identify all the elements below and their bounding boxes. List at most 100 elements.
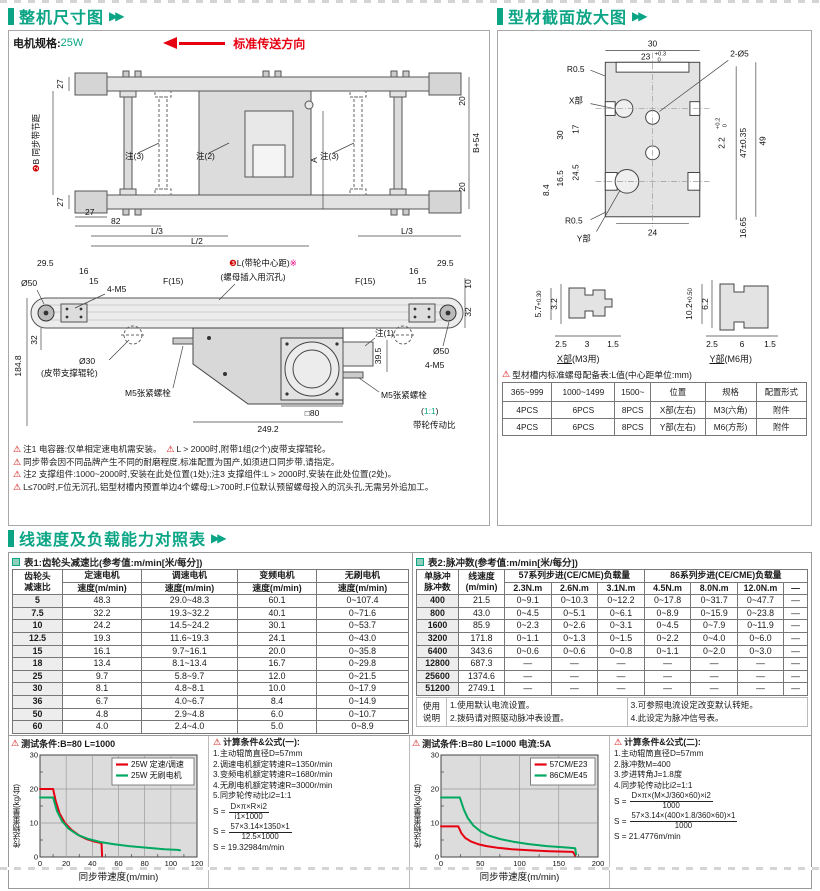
dim-label: 2-Ø5	[730, 48, 749, 58]
warning-icon	[213, 737, 221, 747]
dim-label: B+54	[471, 133, 481, 153]
dim-label: 30	[648, 39, 658, 49]
table-cell: 0~53.7	[316, 619, 409, 634]
pulley-center-distance-label: ❸L(带轮中心距)※	[229, 258, 297, 268]
table-cell: 0~29.8	[316, 657, 409, 671]
table-cell: —	[737, 669, 784, 684]
column-subheader: 速度(m/min)	[237, 581, 317, 596]
dim-label: 10	[463, 279, 473, 289]
column-header: 1000~1499	[551, 382, 616, 402]
table-cell: 5.0	[237, 720, 317, 734]
table-cell: —	[550, 682, 599, 697]
formula-result: S = 19.32984m/min	[213, 842, 285, 852]
y-tick-label: 0	[435, 853, 439, 862]
table-cell: 25	[12, 669, 63, 684]
table-cell: —	[690, 669, 738, 684]
table-cell: 13.4	[62, 657, 142, 671]
table-cell: —	[550, 657, 599, 671]
table-cell: 5.8~9.7	[141, 669, 238, 684]
usage-notes: 使用说明 1.使用默认电流设置。2.拨码请对照驱动脉冲表设置。 3.可参照电流设…	[416, 697, 808, 727]
dim-label: 16.65	[738, 217, 748, 238]
arrow-line-icon	[179, 41, 226, 45]
double-arrow-icon	[632, 9, 644, 23]
table-cell: —	[737, 682, 784, 697]
dim-label: 27	[55, 197, 65, 207]
legend-label: 25W 定速/调速	[131, 759, 184, 769]
page-top-trim	[0, 0, 820, 3]
dim-label: 4-M5	[425, 360, 445, 370]
table-cell: 0~5.1	[550, 606, 599, 621]
table-cell: 0~21.5	[316, 669, 409, 684]
x-tick-label: 20	[62, 859, 70, 868]
dim-label: 27	[55, 79, 65, 89]
y-tick-label: 10	[431, 819, 439, 828]
dim-label: 29.5	[437, 258, 454, 268]
warning-icon	[13, 444, 21, 454]
dim-label: 32	[29, 335, 39, 345]
dim-label: 24.5	[571, 164, 581, 181]
table-cell: 0~107.4	[316, 594, 409, 608]
warning-icon	[412, 738, 420, 749]
pulse-table: 单脉冲脉冲数 线速度(m/min) 57系列步进(CE/CME)负载量 86系列…	[416, 568, 809, 697]
table-cell: 60	[12, 720, 63, 734]
formula-line: 4.无刷电机额定转速R=3000r/min	[213, 780, 333, 790]
chart1-test-conditions: 测试条件:B=80 L=1000	[11, 737, 206, 750]
table-cell: 48.3	[62, 594, 142, 608]
column-subheader: 2.6N.m	[550, 581, 599, 596]
table-cell: 1600	[416, 619, 459, 634]
table-cell: 0~1.1	[643, 644, 692, 659]
dim-label: 30	[555, 130, 565, 140]
column-header: 规格	[704, 382, 757, 402]
table-cell: 10	[12, 619, 63, 634]
table-cell: 0~6.0	[737, 632, 784, 646]
dim-label: Ø50	[21, 278, 37, 288]
usage-note-col: 1.使用默认电流设置。2.拨码请对照驱动脉冲表设置。	[450, 700, 569, 723]
column-subheader: 12.0N.m	[737, 581, 784, 596]
dim-label: 82	[111, 216, 121, 226]
dim-label: A	[309, 157, 319, 163]
profile-cross-section-drawing: 30 23 +0.3 0 2-Ø5 R0.5 X部 30 17 16.5 24.…	[541, 39, 767, 244]
table-cell: 6PCS	[551, 418, 616, 436]
table-cell: 30	[12, 682, 63, 697]
dim-label: 注(3)	[125, 151, 144, 161]
dim-label: 16	[409, 266, 419, 276]
dim-label: 47±0.35	[738, 128, 748, 159]
y-tick-label: 10	[30, 819, 38, 828]
table-cell: 19.3	[62, 632, 142, 646]
table-cell: 2.9~4.8	[141, 707, 238, 722]
table-cell: 0~2.2	[643, 632, 692, 646]
table-cell: 15	[12, 644, 63, 659]
double-arrow-icon	[211, 531, 223, 545]
table-cell: 6PCS	[551, 401, 616, 419]
dim-label: 注(2)	[196, 151, 215, 161]
drawing-notes: 注1 电容器:仅单相定速电机需安装。 L > 2000时,附带1组(2个)皮带支…	[13, 443, 485, 493]
column-subheader: 2.3N.m	[504, 581, 552, 596]
table-cell: 0~47.7	[737, 594, 784, 608]
table-cell: 4.8~8.1	[141, 682, 238, 697]
table-cell: 12.5	[12, 632, 63, 646]
dim-label: M5张紧螺栓	[381, 390, 427, 400]
table-cell: 1374.6	[458, 669, 505, 684]
table-cell: 附件	[755, 401, 808, 419]
table-cell: —	[690, 682, 738, 697]
y-tick-label: 0	[34, 853, 38, 862]
dim-label: 注(3)	[320, 151, 339, 161]
table-cell: 12.0	[237, 669, 317, 684]
table-cell: 0~10.7	[316, 707, 409, 722]
page-bottom-trim	[0, 867, 820, 870]
table-cell: 3200	[416, 632, 459, 646]
table-cell: 0~0.6	[550, 644, 599, 659]
table-cell: 0~1.3	[550, 632, 599, 646]
dim-label: 3.2	[549, 298, 559, 310]
y-tick-label: 30	[30, 751, 38, 760]
